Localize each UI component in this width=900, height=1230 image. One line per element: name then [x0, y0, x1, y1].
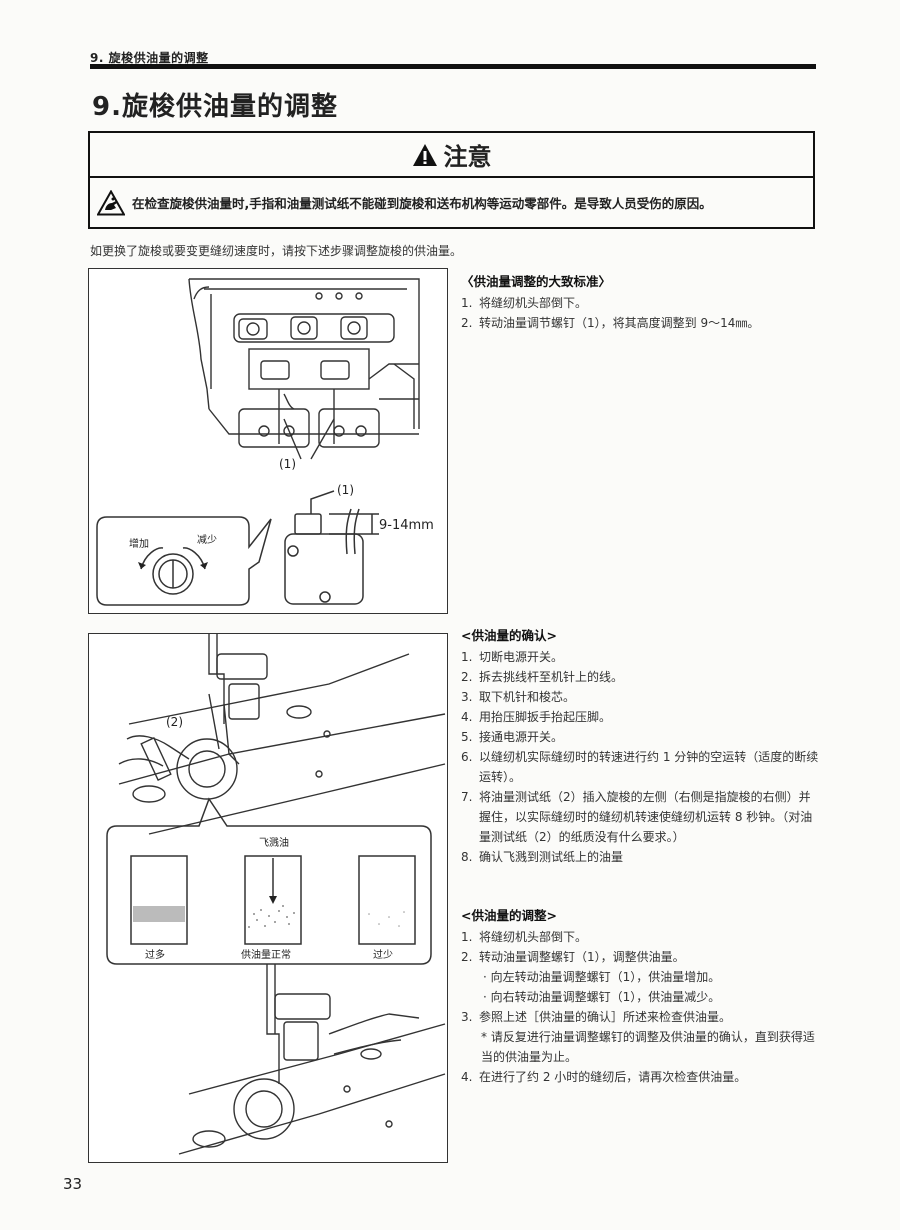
- caution-box: 注意 在检查旋梭供油量时,手指和油量测试纸不能碰到旋梭和送布机构等运动零部件。是…: [88, 131, 815, 229]
- list-item: 7.将油量测试纸（2）插入旋梭的左侧（右侧是指旋梭的右侧）并握住，以实际缝纫时的…: [461, 790, 813, 844]
- oil-screw-detail: [284, 490, 379, 605]
- standard-heading: 〈供油量调整的大致标准〉: [461, 274, 612, 289]
- list-item: 1.将缝纫机头部倒下。: [461, 296, 588, 310]
- caution-heading: 注意: [443, 143, 492, 171]
- caution-text: 在检查旋梭供油量时,手指和油量测试纸不能碰到旋梭和送布机构等运动零部件。是导致人…: [132, 196, 712, 211]
- too-much-label: 过多: [145, 948, 165, 961]
- adjust-heading: <供油量的调整>: [461, 908, 557, 923]
- machine-underside-diagram: (1) 增加 减少 (1) 9-14mm: [96, 278, 434, 606]
- test-paper-figure: (2) 飞溅油 过多 供油量正常 过少: [88, 633, 448, 1163]
- callout-1-mid: (1): [279, 457, 296, 471]
- warning-triangle-icon: [412, 143, 437, 166]
- list-item: 6.以缝纫机实际缝纫时的转速进行约 1 分钟的空运转（适度的断续运转）。: [461, 750, 819, 784]
- bullet-item: · 向左转动油量调整螺钉（1），供油量增加。: [483, 970, 721, 984]
- list-item: 3.参照上述［供油量的确认］所述来检查供油量。: [461, 1010, 732, 1024]
- note-text: * 请反复进行油量调整螺钉的调整及供油量的确认，直到获得适当的供油量为止。: [481, 1030, 815, 1064]
- list-item: 2.转动油量调节螺钉（1），将其高度调整到 9～14㎜。: [461, 316, 760, 330]
- list-item: 2.转动油量调整螺钉（1），调整供油量。: [461, 950, 685, 964]
- hand-pinch-warning-icon: [97, 189, 125, 215]
- oil-screw-figure: (1) 增加 减少 (1) 9-14mm: [88, 268, 448, 614]
- header-rule: [90, 64, 816, 69]
- decrease-label: 减少: [197, 534, 217, 546]
- normal-oil-spots: [248, 905, 295, 928]
- hook-lower-drawing: [178, 964, 446, 1155]
- list-item: 4.用抬压脚扳手抬起压脚。: [461, 710, 612, 724]
- results-inset: [106, 797, 432, 965]
- heavy-oil-spots: [133, 906, 185, 922]
- list-item: 1.将缝纫机头部倒下。: [461, 930, 588, 944]
- list-item: 2.拆去挑线杆至机针上的线。: [461, 670, 624, 684]
- splash-label: 飞溅油: [259, 836, 289, 849]
- callout-1-top: (1): [337, 483, 354, 497]
- bullet-item: · 向右转动油量调整螺钉（1），供油量减少。: [483, 990, 721, 1004]
- adjust-standard-section: 〈供油量调整的大致标准〉 1.将缝纫机头部倒下。 2.转动油量调节螺钉（1），将…: [461, 272, 821, 333]
- page-title: 9.旋梭供油量的调整: [92, 92, 338, 122]
- test-paper-diagram: (2) 飞溅油 过多 供油量正常 过少: [106, 634, 446, 1155]
- list-item: 1.切断电源开关。: [461, 650, 564, 664]
- list-item: 5.接通电源开关。: [461, 730, 564, 744]
- too-little-label: 过少: [373, 948, 393, 961]
- caution-header: 注意: [90, 133, 813, 178]
- increase-label: 增加: [129, 537, 149, 550]
- adjust-section: <供油量的调整> 1.将缝纫机头部倒下。 2.转动油量调整螺钉（1），调整供油量…: [461, 906, 821, 1087]
- list-item: 3.取下机针和梭芯。: [461, 690, 576, 704]
- confirm-section: <供油量的确认> 1.切断电源开关。 2.拆去挑线杆至机针上的线。 3.取下机针…: [461, 626, 821, 867]
- proper-label: 供油量正常: [241, 948, 291, 961]
- intro-text: 如更换了旋梭或要变更缝纫速度时，请按下述步骤调整旋梭的供油量。: [90, 244, 463, 258]
- page-number: 33: [63, 1175, 83, 1193]
- list-item: 4.在进行了约 2 小时的缝纫后，请再次检查供油量。: [461, 1070, 747, 1084]
- confirm-heading: <供油量的确认>: [461, 628, 557, 643]
- list-item: 8.确认飞溅到测试纸上的油量: [461, 850, 624, 864]
- light-oil-spots: [368, 911, 405, 927]
- running-header: 9. 旋梭供油量的调整: [90, 51, 209, 65]
- dial-inset: [96, 516, 272, 606]
- dimension-label: 9-14mm: [379, 518, 434, 533]
- callout-2: (2): [166, 715, 183, 729]
